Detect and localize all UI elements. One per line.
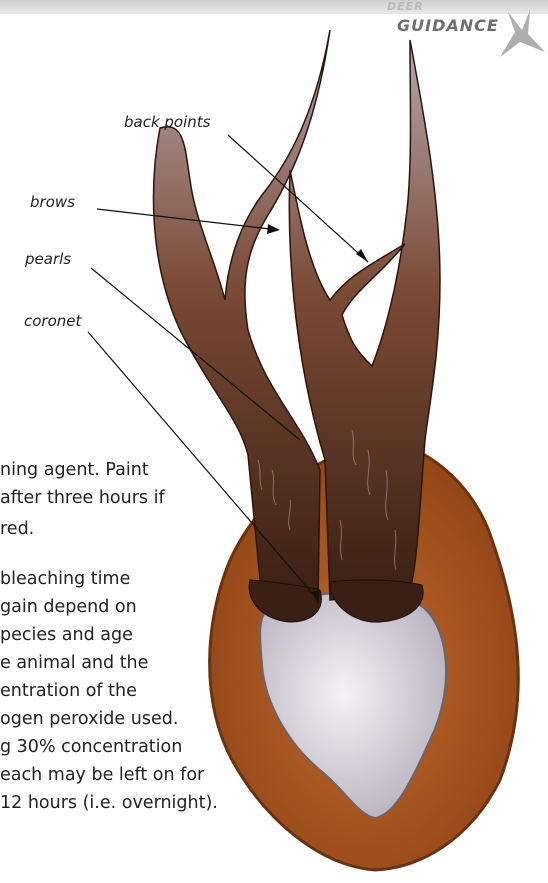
body-line-2: after three hours if [0, 485, 165, 511]
body-line-6: pecies and age [0, 622, 133, 648]
body-line-9: ogen peroxide used. [0, 706, 178, 732]
label-pearls: pearls [25, 250, 71, 268]
body-line-1: ning agent. Paint [0, 457, 149, 483]
body-line-3: red. [0, 516, 34, 542]
body-line-12: 12 hours (i.e. overnight). [0, 790, 218, 816]
body-line-7: e animal and the [0, 650, 148, 676]
body-line-5: gain depend on [0, 594, 137, 620]
label-brows: brows [30, 193, 75, 211]
body-line-10: g 30% concentration [0, 734, 182, 760]
label-back-points: back points [124, 113, 210, 131]
body-line-11: each may be left on for [0, 762, 204, 788]
body-line-4: bleaching time [0, 566, 130, 592]
body-line-8: entration of the [0, 678, 137, 704]
label-coronet: coronet [24, 312, 81, 330]
